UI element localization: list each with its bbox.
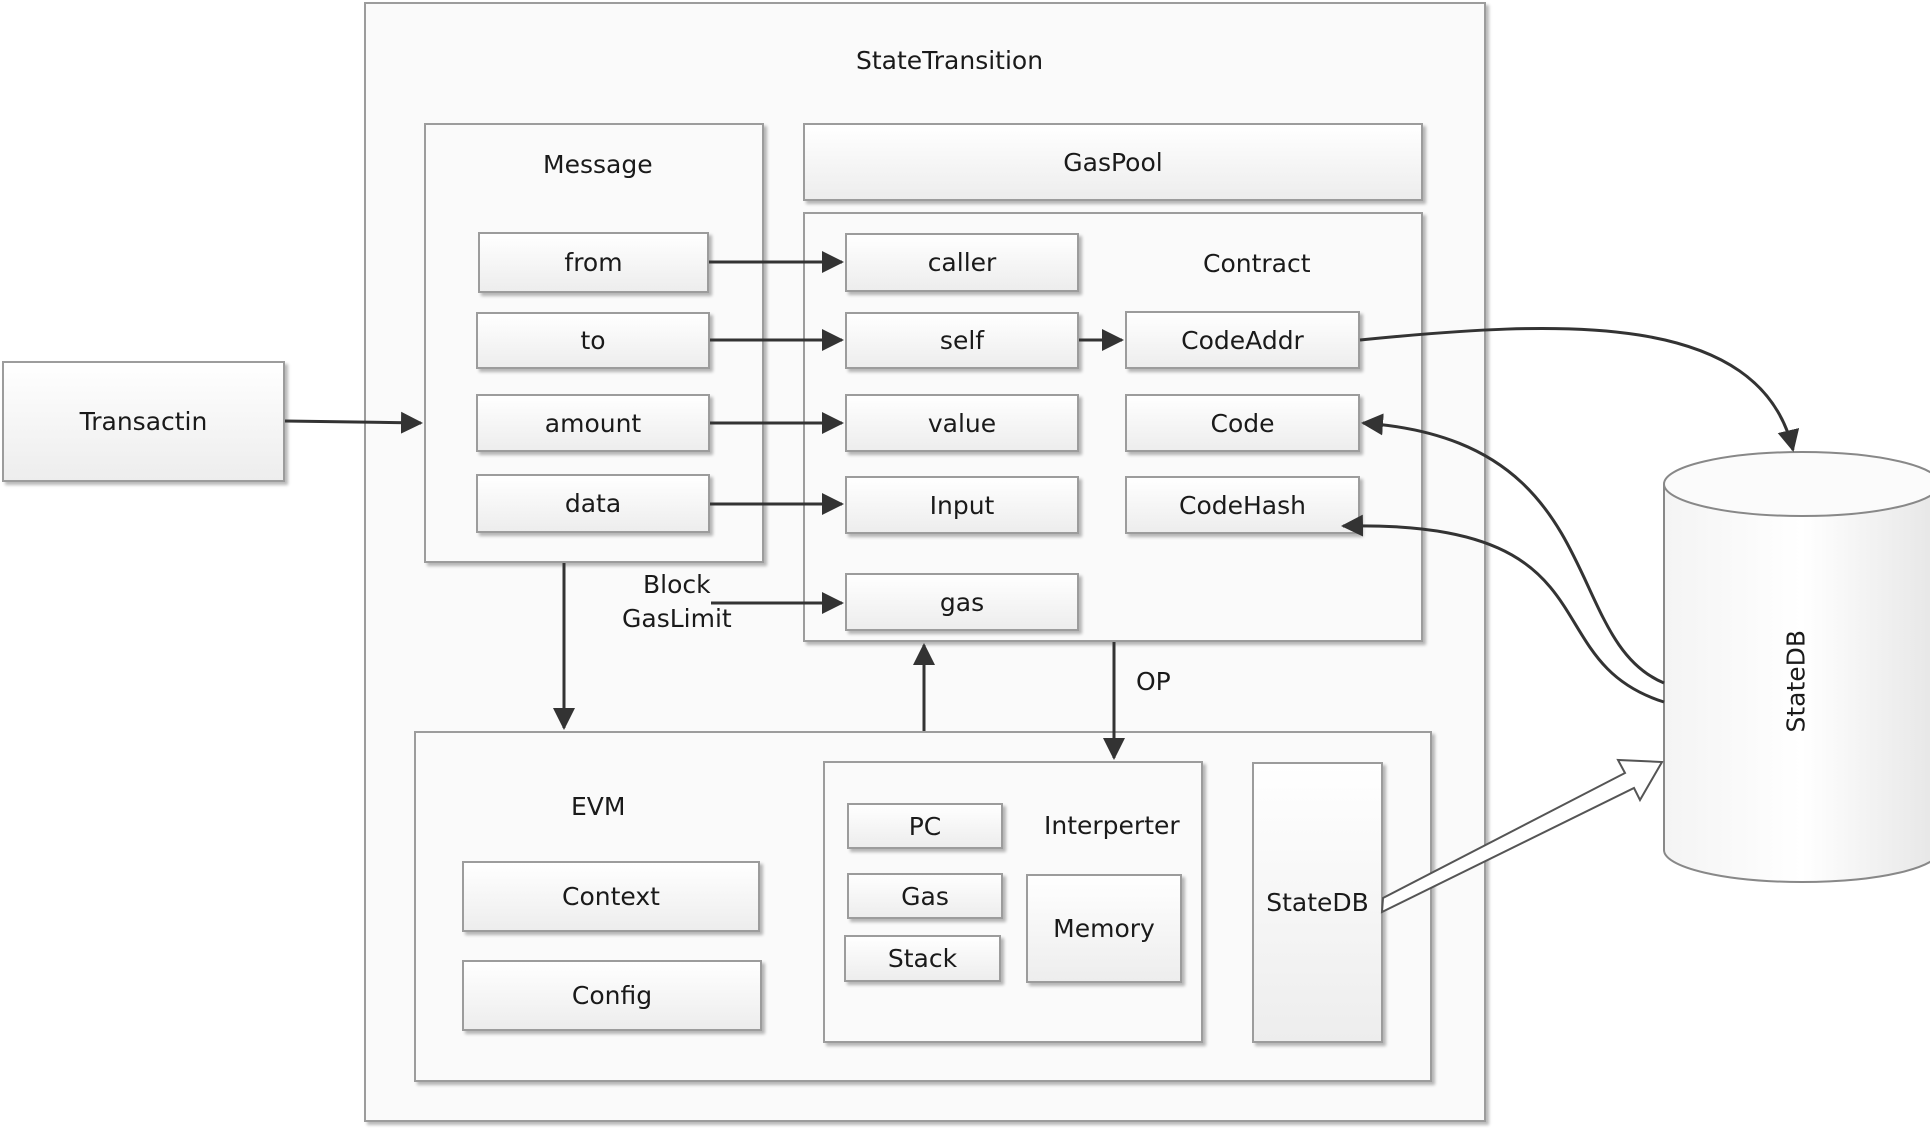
- contract-field-value: value: [845, 394, 1079, 452]
- message-title: Message: [543, 150, 653, 179]
- state-transition-title: StateTransition: [856, 46, 1044, 75]
- contract-field-value-label: value: [927, 408, 997, 438]
- contract-field-input: Input: [845, 476, 1079, 534]
- message-field-data-label: data: [564, 489, 622, 518]
- statedb-cylinder: [1663, 451, 1930, 883]
- contract-field-codeaddr: CodeAddr: [1125, 311, 1360, 369]
- block-gaslimit-line2: GasLimit: [622, 604, 732, 633]
- statedb-cylinder-label: StateDB: [1781, 629, 1811, 733]
- contract-field-self: self: [845, 312, 1079, 369]
- block-gaslimit-label: Block GasLimit: [622, 568, 732, 636]
- interpreter-pc: PC: [847, 803, 1003, 849]
- interpreter-stack: Stack: [844, 935, 1001, 982]
- contract-field-codehash-label: CodeHash: [1179, 490, 1306, 520]
- evm-config-label: Config: [571, 981, 653, 1010]
- evm-context-label: Context: [562, 882, 660, 911]
- arrow-statedb-to-code: [1361, 413, 1665, 685]
- gaspool-label: GasPool: [1063, 147, 1163, 177]
- evm-context: Context: [462, 861, 760, 932]
- message-field-to: to: [476, 312, 710, 369]
- message-field-from: from: [478, 232, 709, 293]
- contract-field-caller-label: caller: [927, 248, 997, 277]
- block-gaslimit-line1: Block: [643, 570, 711, 599]
- transaction-box: Transactin: [2, 361, 285, 482]
- interpreter-memory: Memory: [1026, 874, 1182, 983]
- message-field-from-label: from: [564, 248, 623, 277]
- evm-title: EVM: [571, 792, 626, 821]
- interpreter-gas-label: Gas: [901, 881, 949, 911]
- contract-field-input-label: Input: [929, 490, 995, 520]
- evm-statedb-label: StateDB: [1266, 888, 1369, 917]
- arrow-codeaddr-to-statedb: [1359, 327, 1800, 452]
- message-field-to-label: to: [580, 326, 606, 355]
- interpreter-stack-label: Stack: [887, 944, 958, 973]
- interpreter-title: Interperter: [1044, 811, 1180, 840]
- message-field-data: data: [476, 474, 710, 533]
- block-arrow-evm-statedb-to-statedb: [1380, 758, 1664, 914]
- evm-config: Config: [462, 960, 762, 1031]
- contract-field-self-label: self: [939, 326, 985, 355]
- arrow-transaction-to-message: [284, 411, 423, 434]
- contract-field-code-label: Code: [1210, 408, 1275, 438]
- message-field-amount: amount: [476, 394, 710, 452]
- contract-field-gas: gas: [845, 573, 1079, 631]
- contract-field-codeaddr-label: CodeAddr: [1181, 325, 1304, 355]
- interpreter-memory-label: Memory: [1053, 914, 1155, 943]
- contract-field-code: Code: [1125, 394, 1360, 452]
- op-label: OP: [1136, 667, 1171, 696]
- contract-field-gas-label: gas: [939, 587, 985, 617]
- contract-field-caller: caller: [845, 233, 1079, 292]
- arrow-statedb-to-codehash: [1341, 514, 1665, 704]
- contract-field-codehash: CodeHash: [1125, 476, 1360, 534]
- message-field-amount-label: amount: [544, 408, 642, 438]
- transaction-label: Transactin: [79, 407, 208, 436]
- gaspool-box: GasPool: [803, 123, 1423, 201]
- interpreter-gas: Gas: [847, 873, 1003, 919]
- contract-title: Contract: [1203, 249, 1311, 278]
- interpreter-pc-label: PC: [908, 811, 942, 841]
